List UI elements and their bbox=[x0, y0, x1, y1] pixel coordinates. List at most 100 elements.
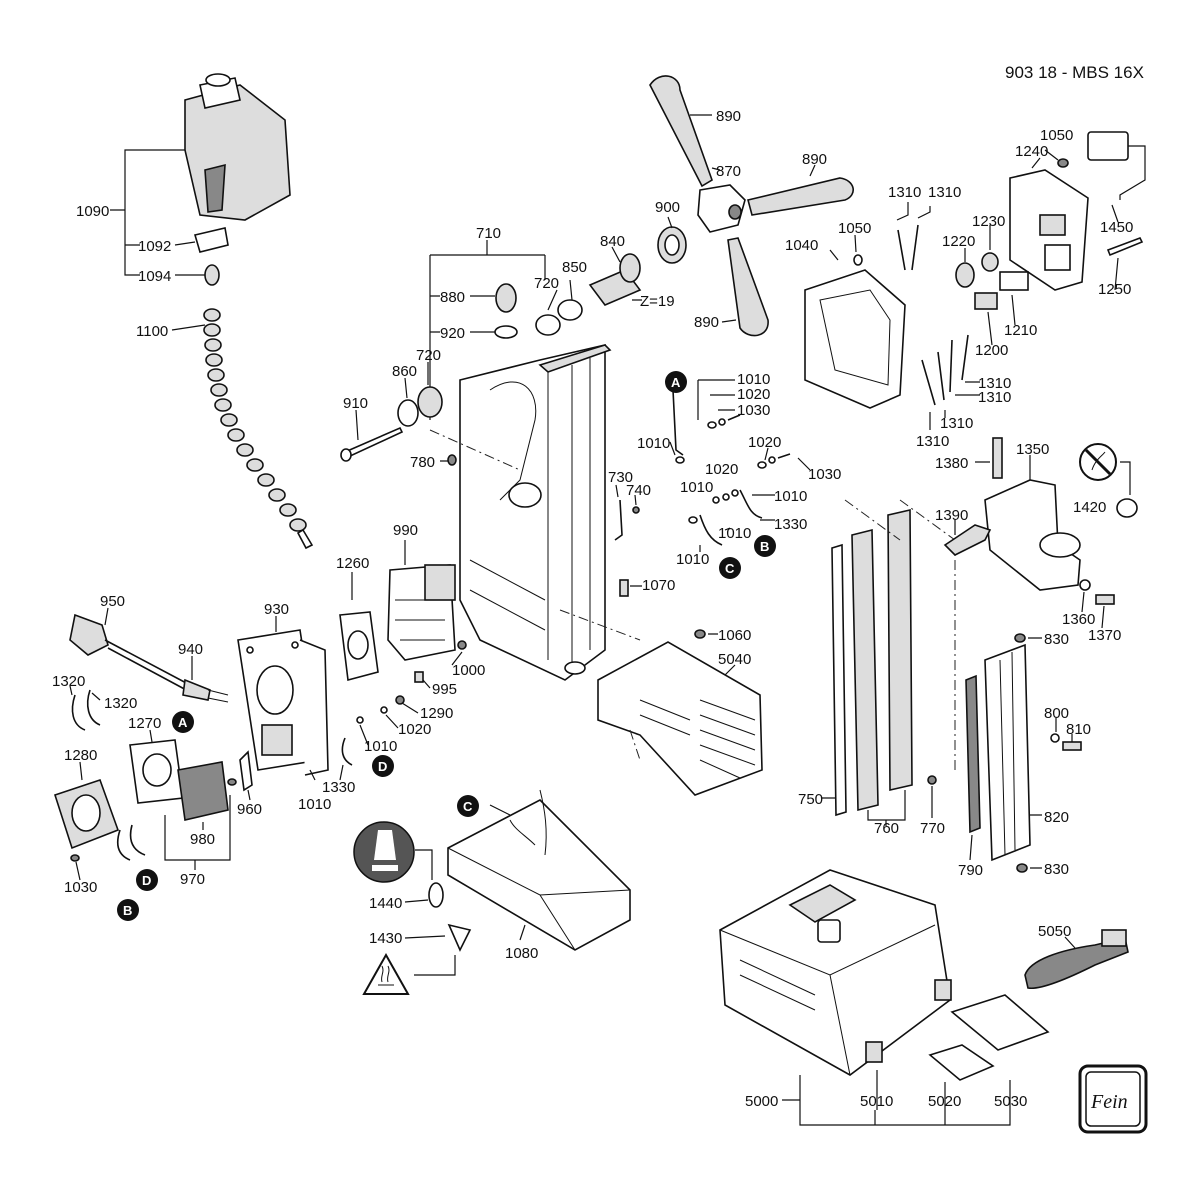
label-1000: 1000 bbox=[452, 662, 485, 679]
switch-box: 1050 1240 1230 1220 1450 1250 1210 1200 bbox=[942, 127, 1146, 359]
label-780: 780 bbox=[410, 454, 435, 471]
label-1310e: 1310 bbox=[940, 415, 973, 432]
label-990: 990 bbox=[393, 522, 418, 539]
callout-c-2: C bbox=[457, 795, 479, 817]
svg-text:B: B bbox=[123, 903, 132, 918]
label-1370: 1370 bbox=[1088, 627, 1121, 644]
label-1310c: 1310 bbox=[978, 375, 1011, 392]
label-970: 970 bbox=[180, 871, 205, 888]
lever-1390 bbox=[943, 524, 992, 556]
power-cord: 950 940 bbox=[69, 593, 229, 703]
handle-890-bottom bbox=[727, 237, 769, 337]
insert-5030 bbox=[950, 994, 1050, 1051]
label-1320a: 1320 bbox=[52, 673, 85, 690]
label-1380: 1380 bbox=[935, 455, 968, 472]
label-1360: 1360 bbox=[1062, 611, 1095, 628]
housing-1040 bbox=[804, 269, 906, 409]
column-820 bbox=[984, 643, 1031, 862]
valve-1092 bbox=[193, 227, 229, 253]
ring-860 bbox=[397, 399, 419, 427]
fitting-1094 bbox=[204, 264, 220, 286]
label-920: 920 bbox=[440, 325, 465, 342]
label-1050b: 1050 bbox=[1040, 127, 1073, 144]
label-1010g: 1010 bbox=[364, 738, 397, 755]
motor-plate: 930 1010 bbox=[237, 601, 331, 813]
chip-guard: 1060 5040 bbox=[597, 627, 763, 796]
label-890c: 890 bbox=[694, 314, 719, 331]
label-810: 810 bbox=[1066, 721, 1091, 738]
hardware-cluster: 1010 1020 1030 1010 1020 1030 1020 1010 … bbox=[637, 371, 841, 568]
cables-1310-lower: 1310 1310 1310 1310 bbox=[916, 334, 1011, 450]
callout-a-1: A bbox=[665, 371, 687, 393]
label-830b: 830 bbox=[1044, 861, 1069, 878]
cable-940 bbox=[182, 678, 211, 701]
label-1310d: 1310 bbox=[978, 389, 1011, 406]
label-950: 950 bbox=[100, 593, 125, 610]
base-1080 bbox=[447, 799, 631, 951]
electronics-housing: 1040 1050 bbox=[785, 220, 906, 409]
label-870: 870 bbox=[716, 163, 741, 180]
label-960: 960 bbox=[237, 801, 262, 818]
screw-830a bbox=[1014, 633, 1026, 643]
label-1240: 1240 bbox=[1015, 143, 1048, 160]
column-assembly: 830 800 810 820 830 790 bbox=[958, 631, 1091, 879]
screw-1290 bbox=[395, 695, 405, 705]
tank-cap-top bbox=[205, 73, 231, 87]
rack-790 bbox=[965, 674, 981, 834]
label-1030b: 1030 bbox=[808, 466, 841, 483]
label-720b: 720 bbox=[416, 347, 441, 364]
label-sticker-1440 bbox=[428, 882, 444, 908]
label-740: 740 bbox=[626, 482, 651, 499]
label-830a: 830 bbox=[1044, 631, 1069, 648]
label-5000: 5000 bbox=[745, 1093, 778, 1110]
svg-text:C: C bbox=[725, 561, 735, 576]
label-5050: 5050 bbox=[1038, 923, 1071, 940]
tank-outlet bbox=[204, 163, 226, 213]
callout-d-2: D bbox=[136, 869, 158, 891]
handle-890-right bbox=[747, 177, 854, 216]
label-790: 790 bbox=[958, 862, 983, 879]
capacitor-1220 bbox=[955, 262, 975, 288]
label-1094: 1094 bbox=[138, 268, 171, 285]
label-1010d: 1010 bbox=[774, 488, 807, 505]
callout-b-2: B bbox=[117, 899, 139, 921]
screw-1000 bbox=[457, 640, 467, 650]
label-1080: 1080 bbox=[505, 945, 538, 962]
label-1040: 1040 bbox=[785, 237, 818, 254]
label-1260: 1260 bbox=[336, 555, 369, 572]
label-1280: 1280 bbox=[64, 747, 97, 764]
label-1010c: 1010 bbox=[680, 479, 713, 496]
label-1220: 1220 bbox=[942, 233, 975, 250]
label-1250: 1250 bbox=[1098, 281, 1131, 298]
screw-1060 bbox=[694, 629, 706, 639]
relay bbox=[424, 564, 456, 601]
rail-750 bbox=[831, 543, 847, 817]
stand-housing bbox=[429, 343, 641, 681]
label-1030c: 1030 bbox=[64, 879, 97, 896]
label-1010a: 1010 bbox=[737, 371, 770, 388]
label-760: 760 bbox=[874, 820, 899, 837]
label-940: 940 bbox=[178, 641, 203, 658]
guard-5040 bbox=[597, 641, 763, 796]
oring-920 bbox=[494, 325, 518, 339]
bolt-group: 860 720 910 780 bbox=[340, 347, 457, 471]
label-1020d: 1020 bbox=[398, 721, 431, 738]
screw-1050 bbox=[853, 254, 863, 266]
plug-950 bbox=[69, 613, 109, 656]
label-900: 900 bbox=[655, 199, 680, 216]
label-5020: 5020 bbox=[928, 1093, 961, 1110]
part-995 bbox=[414, 671, 424, 683]
label-710: 710 bbox=[476, 225, 501, 242]
label-1092: 1092 bbox=[138, 238, 171, 255]
coolant-tank-assembly: 1090 1092 1094 1100 bbox=[76, 73, 314, 550]
label-1100: 1100 bbox=[136, 323, 168, 340]
label-1310a: 1310 bbox=[888, 184, 921, 201]
label-1050a: 1050 bbox=[838, 220, 871, 237]
rails: 750 760 770 bbox=[798, 499, 956, 837]
label-1210: 1210 bbox=[1004, 322, 1037, 339]
label-1090: 1090 bbox=[76, 203, 109, 220]
wires-1320: 1320 1320 bbox=[52, 673, 137, 731]
label-5040: 5040 bbox=[718, 651, 751, 668]
part-730-group: 730 740 1070 bbox=[608, 469, 675, 597]
